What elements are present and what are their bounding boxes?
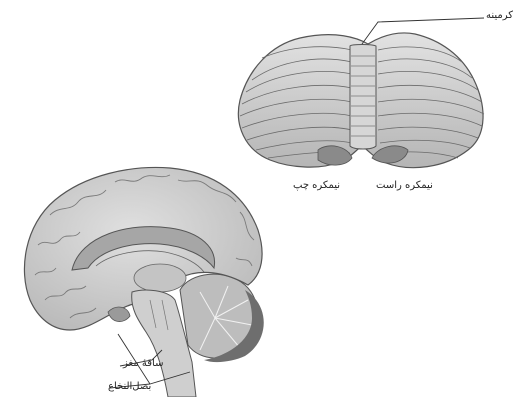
right-hemisphere-label: نیمکره راست xyxy=(376,180,433,191)
left-hemisphere-label: نیمکره چپ xyxy=(293,180,340,191)
medulla-label: بصل‌النخاع xyxy=(108,381,151,392)
vermis-label: کرمینه xyxy=(486,10,513,21)
pituitary xyxy=(108,307,130,322)
vermis xyxy=(350,45,376,150)
cerebellum-illustration xyxy=(238,18,484,168)
thalamus xyxy=(134,264,186,292)
brain-stem-label: ساقهٔ مغز xyxy=(123,358,163,369)
